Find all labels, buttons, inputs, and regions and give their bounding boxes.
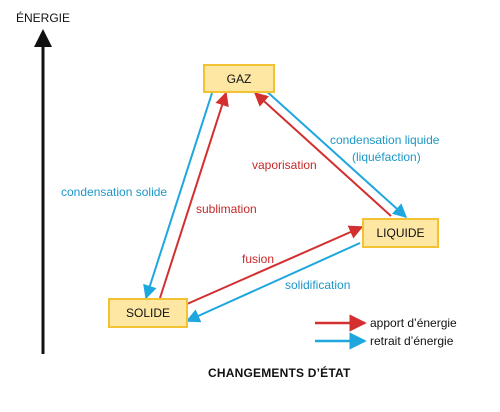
arrow-vaporisation [253, 92, 392, 217]
arrow-sublimation [159, 91, 229, 299]
node-solide: SOLIDE [108, 298, 188, 328]
energy-axis-label: ÉNERGIE [16, 11, 71, 25]
legend-apport-energie: apport d’énergie [370, 316, 457, 330]
label-condensation-liquide-line2: (liquéfaction) [352, 150, 421, 164]
label-solidification: solidification [285, 278, 351, 292]
label-fusion: fusion [242, 252, 275, 266]
arrow-condensation-solide [143, 92, 213, 300]
arrow-fusion [186, 225, 364, 305]
label-condensation-solide: condensation solide [61, 185, 168, 199]
footer-title: CHANGEMENTS D’ÉTAT [208, 366, 351, 380]
legend-retrait-energie: retrait d’énergie [370, 334, 454, 348]
label-condensation-liquide-line1: condensation liquide [330, 133, 440, 147]
label-vaporisation: vaporisation [252, 158, 317, 172]
arrow-solidification [185, 242, 361, 323]
label-sublimation: sublimation [196, 202, 257, 216]
arrow-condensation-liquide [262, 87, 408, 218]
node-gaz: GAZ [203, 64, 275, 93]
node-liquide: LIQUIDE [362, 218, 439, 248]
